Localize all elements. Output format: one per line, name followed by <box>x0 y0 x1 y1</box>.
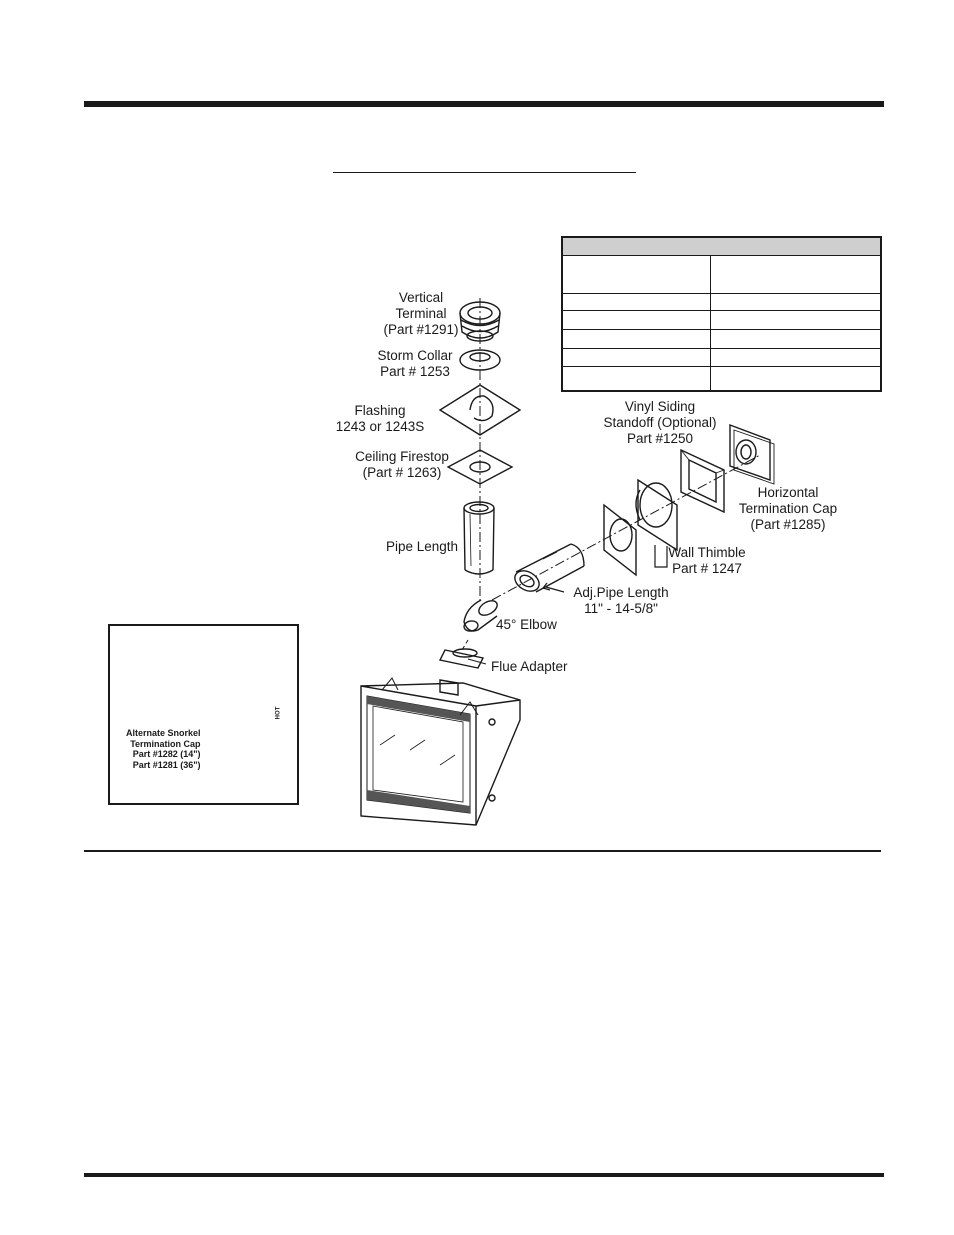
adj-pipe-label: Adj.Pipe Length 11" - 14-5/8" <box>573 585 669 616</box>
wall-thimble-label: Wall Thimble Part # 1247 <box>668 545 746 576</box>
snorkel-label: Alternate Snorkel Termination Cap Part #… <box>126 728 201 770</box>
flue-adapter-label: Flue Adapter <box>491 659 568 674</box>
title-underline <box>333 172 636 173</box>
parts-table <box>561 236 882 392</box>
snorkel-inset: Alternate Snorkel Termination Cap Part #… <box>108 624 299 805</box>
vertical-terminal-shape <box>459 301 501 342</box>
horizontal-termination-cap-shape <box>729 423 775 485</box>
wall-thimble-shape <box>603 478 678 577</box>
pipe-length-label: Pipe Length <box>386 539 459 554</box>
vertical-terminal-label: Vertical Terminal (Part #1291) <box>383 290 459 337</box>
table-row-divider <box>563 348 880 349</box>
table-row-divider <box>563 366 880 367</box>
table-header <box>563 238 880 256</box>
table-column-divider <box>710 255 711 390</box>
pipe-length-shape <box>463 501 495 575</box>
table-row-divider <box>563 329 880 330</box>
table-row-divider <box>563 310 880 311</box>
vinyl-siding-standoff-shape <box>680 448 725 514</box>
flashing-shape <box>438 384 522 436</box>
elbow-label: 45° Elbow <box>496 617 557 632</box>
horizontal-cap-label: Horizontal Termination Cap (Part #1285) <box>738 485 838 532</box>
ceiling-firestop-label: Ceiling Firestop (Part # 1263) <box>355 449 449 480</box>
flue-adapter-shape <box>438 648 485 669</box>
ceiling-firestop-shape <box>446 449 514 485</box>
storm-collar-label: Storm Collar Part # 1253 <box>377 348 453 379</box>
hot-label: HOT <box>275 706 282 720</box>
flashing-label: Flashing 1243 or 1243S <box>335 403 425 434</box>
section-rule <box>84 850 881 852</box>
bottom-rule <box>84 1173 884 1177</box>
storm-collar-shape <box>459 349 501 371</box>
elbow-shape <box>463 599 498 632</box>
fireplace-shape <box>360 677 521 826</box>
vinyl-siding-label: Vinyl Siding Standoff (Optional) Part #1… <box>603 399 717 446</box>
table-row-divider <box>563 293 880 294</box>
top-rule <box>84 101 884 107</box>
